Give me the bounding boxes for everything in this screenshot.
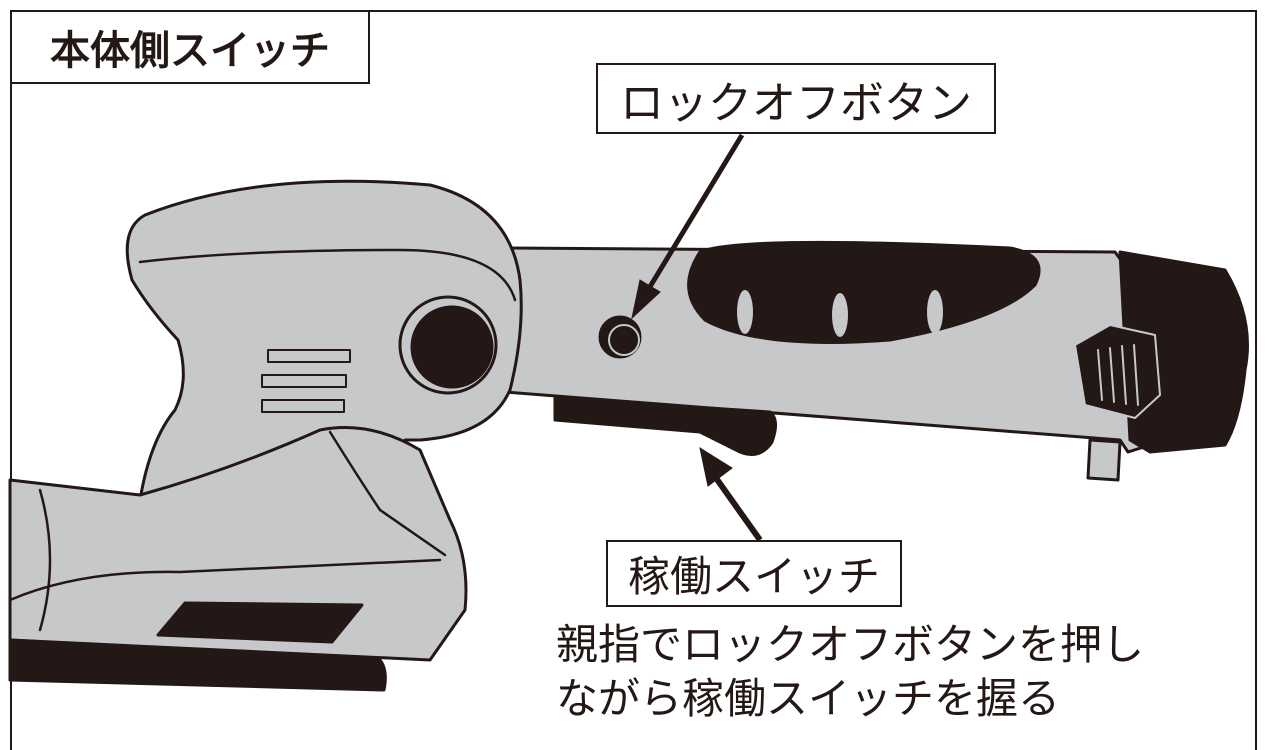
switch-arrow-head	[699, 446, 733, 487]
grip-slot	[737, 290, 753, 334]
base-contour	[328, 430, 447, 557]
motor-head	[125, 179, 523, 502]
diagram-frame	[10, 10, 1257, 750]
grip-slot	[927, 290, 943, 334]
instruction-caption: 親指でロックオフボタンを押し ながら稼働スイッチを握る	[556, 618, 1144, 726]
caption-line-2: ながら稼働スイッチを握る	[556, 674, 1061, 723]
operation-switch-label: 稼働スイッチ	[606, 540, 902, 607]
vent-slot	[261, 374, 347, 388]
grip-pad	[687, 240, 1041, 344]
base-contour	[8, 558, 442, 602]
switch-arrow-shaft	[713, 476, 763, 542]
operation-switch-trigger	[553, 396, 777, 456]
base-contour	[38, 488, 52, 632]
caption-line-1: 親指でロックオフボタンを押し	[556, 620, 1145, 669]
hook	[1086, 438, 1122, 482]
lock-off-button	[608, 324, 640, 356]
base-housing	[8, 426, 468, 662]
vent-slot	[267, 349, 351, 363]
head-contour	[138, 248, 517, 302]
speed-dial	[410, 305, 494, 389]
lock-arrow-head	[631, 279, 661, 320]
vent-slot	[261, 399, 345, 413]
page-title: 本体側スイッチ	[10, 10, 370, 84]
sanding-pad	[8, 638, 387, 692]
sander-illustration	[8, 133, 1249, 692]
battery-latch	[1074, 324, 1161, 419]
lock-off-button-label: ロックオフボタン	[596, 63, 996, 134]
dust-port	[156, 601, 364, 644]
lock-arrow-shaft	[645, 133, 745, 292]
grip-slot	[832, 293, 848, 337]
